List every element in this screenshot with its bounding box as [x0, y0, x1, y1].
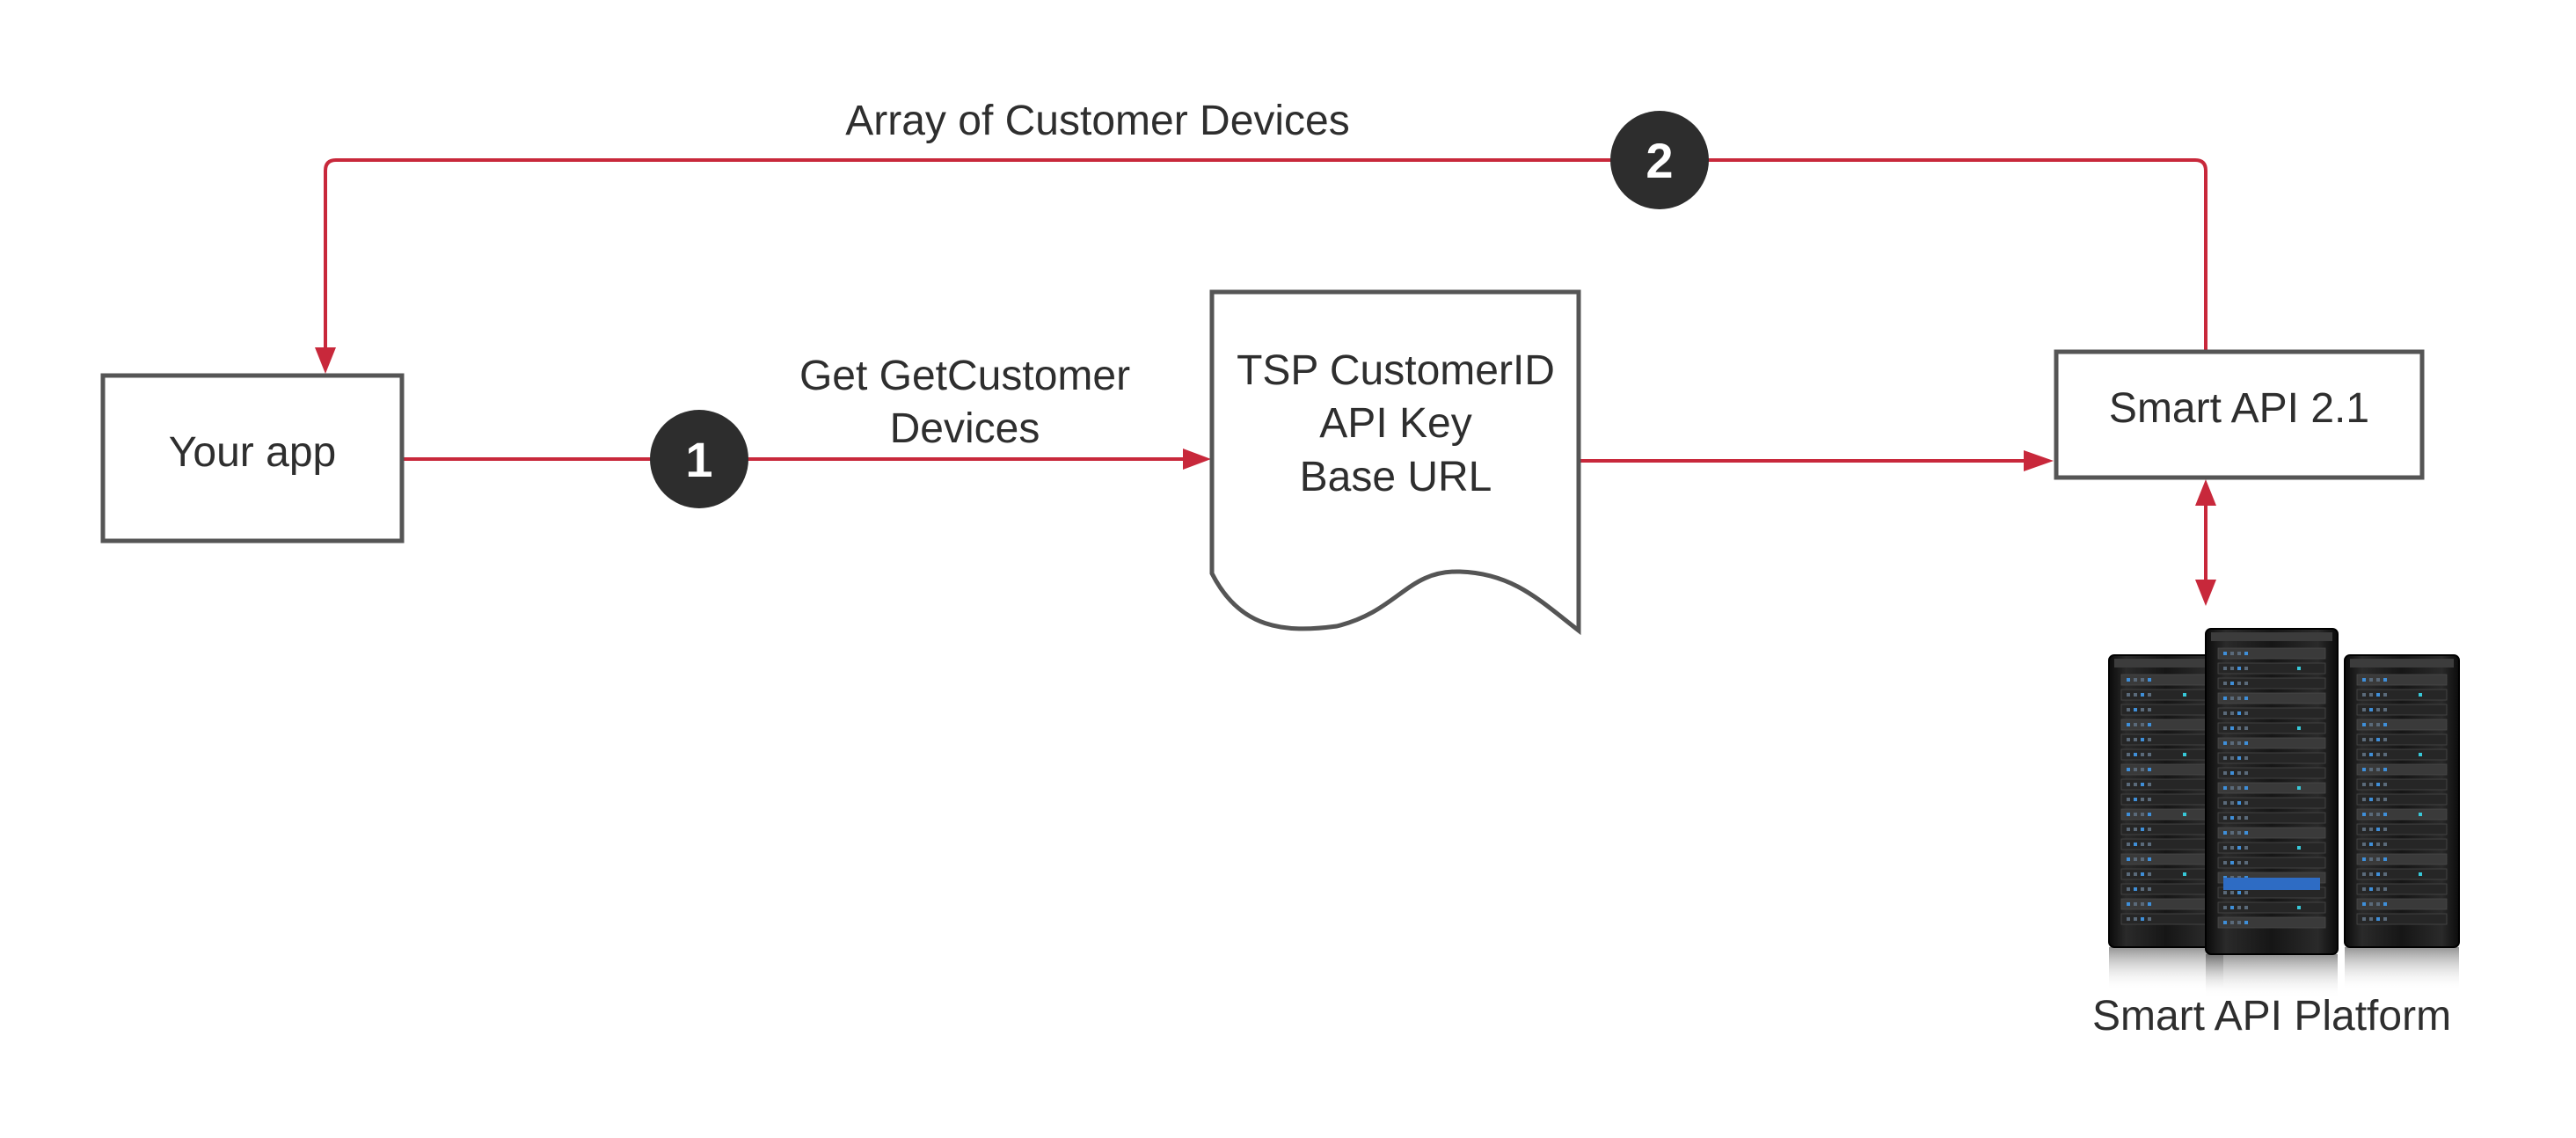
step-1-number: 1	[685, 432, 712, 487]
document-to-api-edge	[1580, 450, 2054, 471]
response-edge: Array of Customer Devices 2	[315, 98, 2207, 374]
request-edge: 1 Get GetCustomer Devices	[402, 353, 1211, 508]
request-arrowhead	[1183, 449, 1211, 470]
api-platform-arrowhead-down	[2195, 580, 2216, 606]
response-arrow-line	[324, 158, 2207, 354]
server-rack-right	[2344, 654, 2460, 991]
api-platform-edge	[2195, 479, 2216, 606]
your-app-label: Your app	[169, 429, 336, 476]
your-app-node: Your app	[100, 373, 405, 543]
step-2-badge: 2	[1610, 111, 1709, 209]
document-line-3: Base URL	[1300, 454, 1492, 500]
document-line-2: API Key	[1319, 400, 1471, 447]
request-label-line-2: Devices	[890, 405, 1040, 452]
api-platform-arrowhead-up	[2195, 479, 2216, 506]
step-2-number: 2	[1646, 133, 1673, 188]
document-to-api-arrowhead	[2024, 450, 2054, 471]
document-shape	[1209, 289, 1581, 636]
step-1-badge: 1	[650, 410, 748, 508]
platform-label: Smart API Platform	[2092, 993, 2451, 1040]
server-rack-icon	[2108, 628, 2460, 998]
server-rack-center	[2205, 628, 2339, 998]
document-node: TSP CustomerID API Key Base URL	[1209, 289, 1581, 636]
request-label-line-1: Get GetCustomer	[799, 353, 1130, 399]
smart-api-label: Smart API 2.1	[2109, 385, 2369, 432]
server-rack-left	[2108, 654, 2224, 991]
response-label: Array of Customer Devices	[845, 98, 1350, 144]
smart-api-box	[2054, 349, 2425, 480]
your-app-box	[100, 373, 405, 543]
platform-node: Smart API Platform	[2092, 628, 2460, 1040]
response-arrowhead	[315, 347, 336, 374]
document-line-1: TSP CustomerID	[1237, 347, 1555, 394]
smart-api-node: Smart API 2.1	[2054, 349, 2425, 480]
